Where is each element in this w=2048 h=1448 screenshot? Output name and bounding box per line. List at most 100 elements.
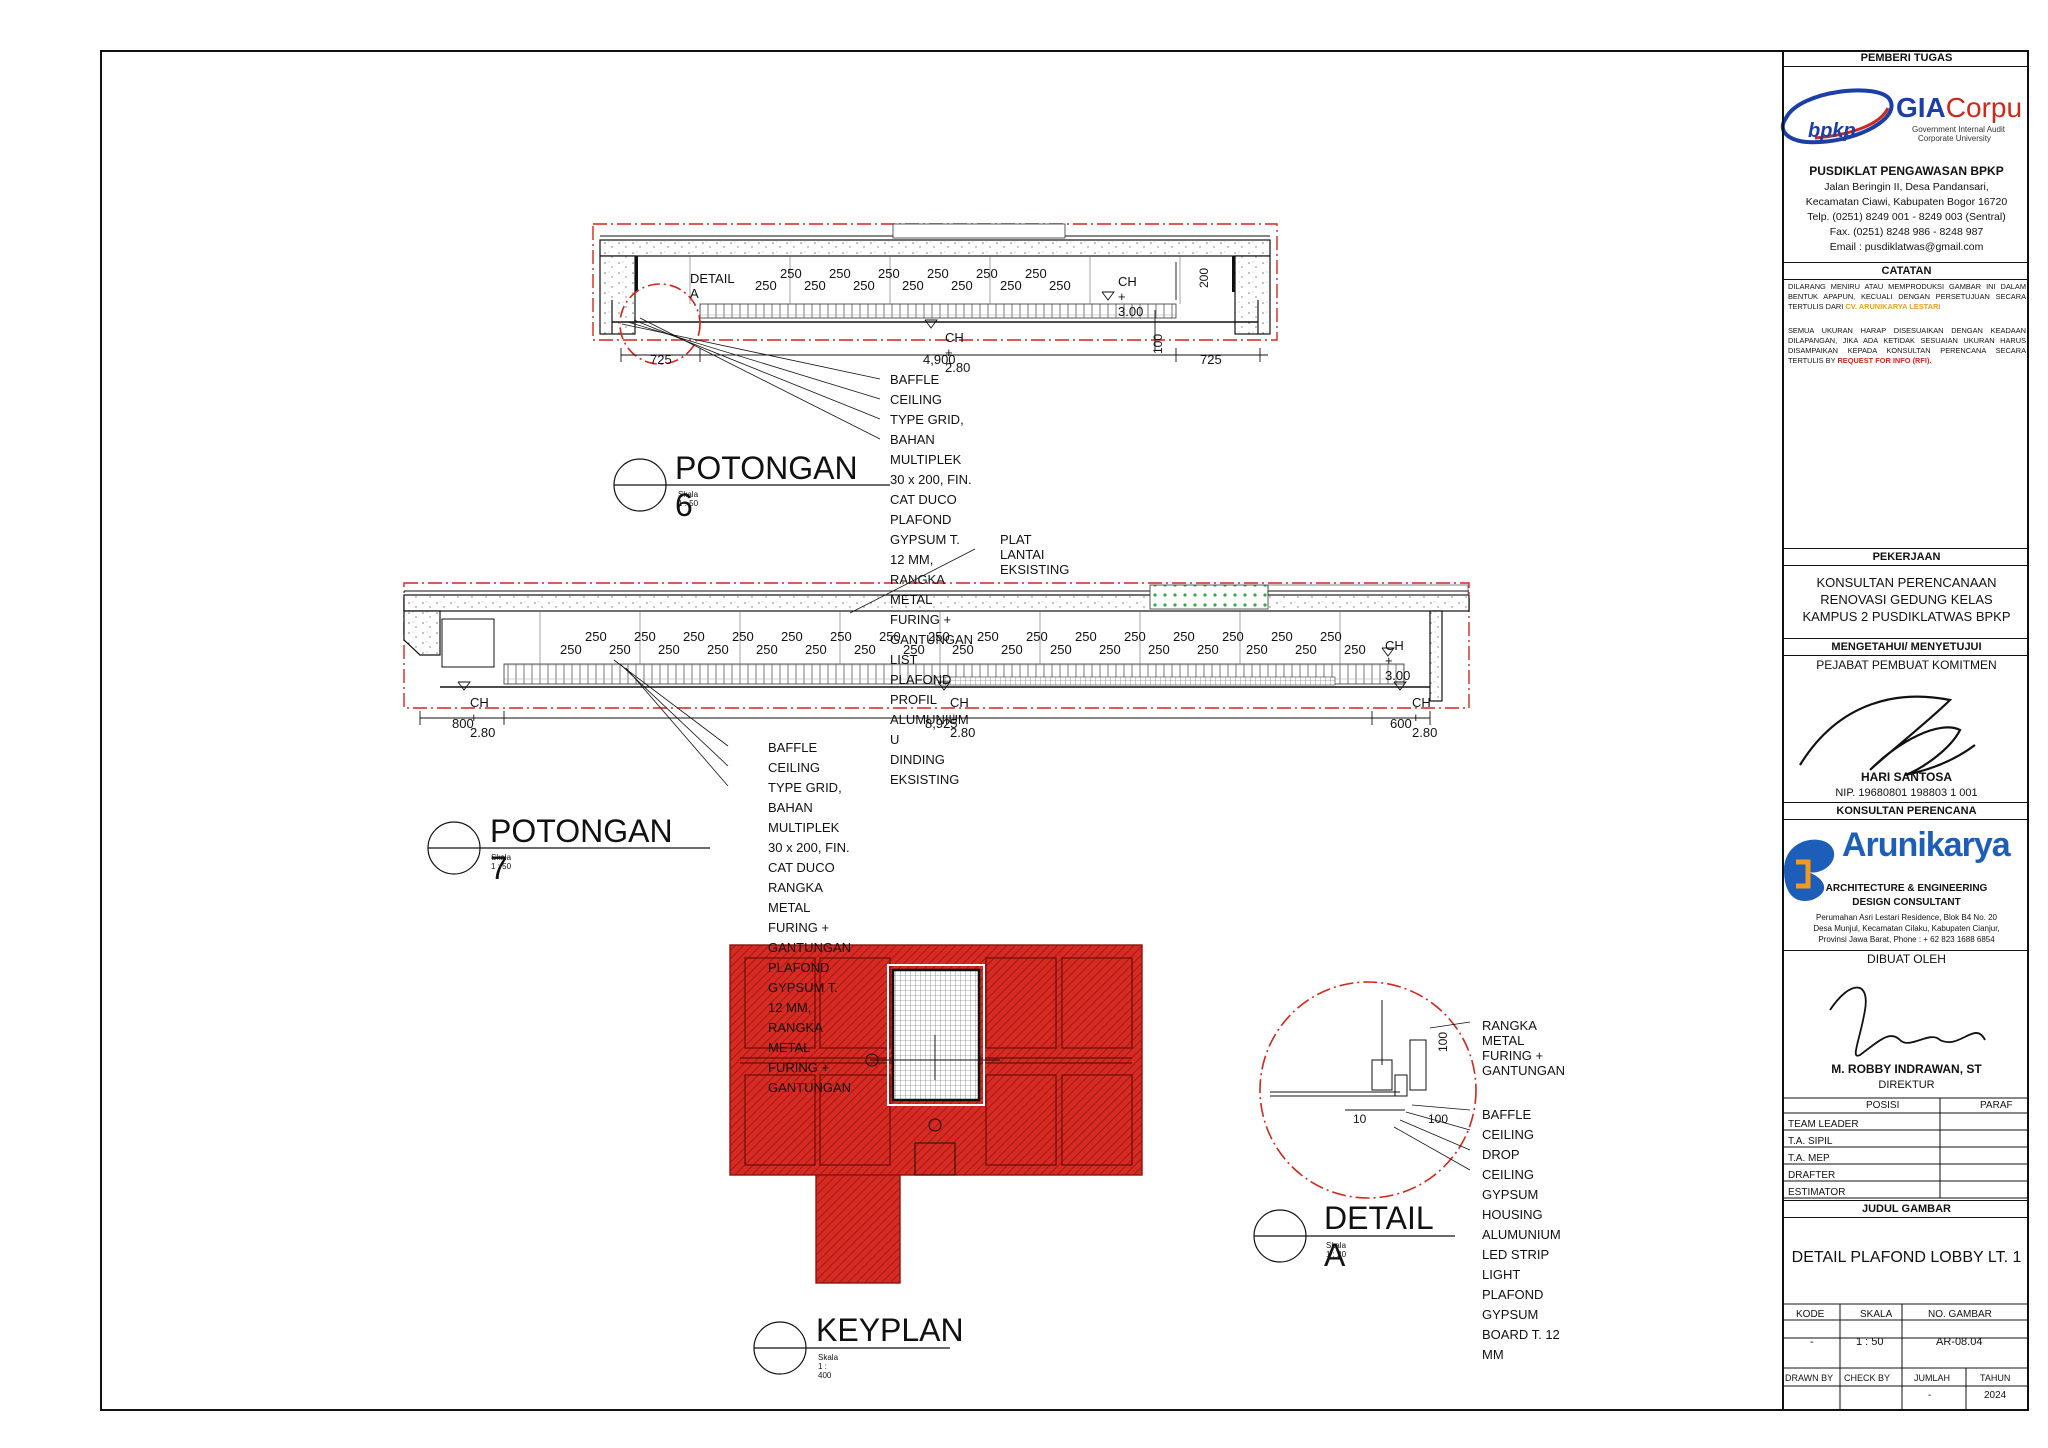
skala-value: 1 : 50 <box>1856 1336 1884 1348</box>
address-line: Desa Munjul, Kecamatan Cilaku, Kabupaten… <box>1813 924 2000 933</box>
spacing-label: 250 <box>927 266 949 281</box>
spacing-label: 250 <box>780 266 802 281</box>
jumlah-label: JUMLAH <box>1914 1373 1951 1383</box>
director-signature <box>1829 986 1986 1057</box>
dim-left: 800 <box>452 716 474 731</box>
dim-100-bottom: 100 <box>1428 1112 1449 1126</box>
potongan-7-notes: BAFFLE CEILING TYPE GRID, BAHAN MULTIPLE… <box>768 738 851 1098</box>
dim-right: 600 <box>1390 716 1412 731</box>
dim-center: 8,925 <box>925 716 958 731</box>
spacing-label: 250 <box>804 278 826 293</box>
ch-top-label: CH + 3.00 <box>1118 274 1144 319</box>
catatan-header: CATATAN <box>1784 262 2029 280</box>
spacing-label: 250 <box>903 642 925 657</box>
pekerjaan-header: PEKERJAAN <box>1784 548 2029 566</box>
keyplan-drawing <box>729 944 1143 1284</box>
section-potongan-6 <box>592 223 1278 440</box>
callout-note: PLAFOND GYPSUM T. 12 MM, RANGKA METAL FU… <box>890 512 974 647</box>
dim-200: 200 <box>1197 267 1211 288</box>
title-symbols <box>427 458 1455 1375</box>
client-address: Jalan Beringin II, Desa Pandansari,Kecam… <box>1784 180 2029 255</box>
drawing-border <box>100 50 2029 1411</box>
ch-right-label: CH + 2.80 <box>1412 695 1438 740</box>
konsultan-sub-2: DESIGN CONSULTANT <box>1852 897 1961 908</box>
spacing-label: 250 <box>928 629 950 644</box>
spacing-label: 250 <box>1075 629 1097 644</box>
ch-bottom-label: CH + 2.80 <box>945 330 971 375</box>
pemberi-tugas-header: PEMBERI TUGAS <box>1784 50 2029 67</box>
ppk-nip: NIP. 19680801 198803 1 001 <box>1835 787 1978 799</box>
spacing-label: 250 <box>1049 278 1071 293</box>
gia-sub-2: Corporate University <box>1918 134 1991 143</box>
callout-note: LIST PLAFOND PROFIL ALUMUNIUM U <box>890 652 969 747</box>
no-gambar-value: AR-08.04 <box>1936 1336 1983 1348</box>
dim-100-top: 100 <box>1436 1031 1450 1052</box>
ppk-signature <box>1799 695 1976 777</box>
catatan-text-2: SEMUA UKURAN HARAP DISESUAIKAN DENGAN KE… <box>1788 326 2026 365</box>
spacing-label: 250 <box>879 629 901 644</box>
client-name: PUSDIKLAT PENGAWASAN BPKP <box>1809 164 2004 178</box>
ch-top-label: CH + 3.00 <box>1385 638 1411 683</box>
spacing-label: 250 <box>1000 278 1022 293</box>
ch-left-label: CH + 2.80 <box>470 695 496 740</box>
callout-note: DROP CEILING GYPSUM <box>1482 1147 1539 1202</box>
spacing-label: 250 <box>902 278 924 293</box>
gia-sub-1: Government Internal Audit <box>1912 125 2005 134</box>
spacing-label: 250 <box>732 629 754 644</box>
ppk-name: HARI SANTOSA <box>1860 770 1953 784</box>
spacing-label: 250 <box>853 278 875 293</box>
spacing-label: 250 <box>1344 642 1366 657</box>
spacing-label: 250 <box>585 629 607 644</box>
kode-value: - <box>1810 1336 1814 1348</box>
callout-note: HOUSING ALUMUNIUM LED STRIP LIGHT <box>1482 1207 1561 1282</box>
col-paraf: PARAF <box>1980 1100 2013 1111</box>
section-potongan-7 <box>403 548 1470 787</box>
spacing-label: 250 <box>1050 642 1072 657</box>
callout-note: BAFFLE CEILING <box>1482 1107 1535 1142</box>
spacing-label: 250 <box>1001 642 1023 657</box>
ppk-label: PEJABAT PEMBUAT KOMITMEN <box>1816 658 1997 672</box>
position-row: DRAFTER <box>1788 1170 1836 1181</box>
callout-note: RANGKA METAL FURING + GANTUNGAN <box>768 880 852 955</box>
address-line: Perumahan Asri Lestari Residence, Blok B… <box>1816 913 1997 922</box>
konsultan-sub-1: ARCHITECTURE & ENGINEERING <box>1825 883 1988 894</box>
spacing-label: 250 <box>829 266 851 281</box>
spacing-label: 250 <box>1148 642 1170 657</box>
project-line: KAMPUS 2 PUSDIKLATWAS BPKP <box>1802 609 2011 624</box>
project-line: KONSULTAN PERENCANAAN <box>1816 575 1997 590</box>
spacing-label: 250 <box>805 642 827 657</box>
potongan-6-title: POTONGAN 6 <box>675 450 858 523</box>
callout-note: PLAFOND GYPSUM T. 12 MM, RANGKA METAL FU… <box>768 960 852 1095</box>
potongan-7-scale: Skala 1 : 50 <box>491 853 512 871</box>
project-name: KONSULTAN PERENCANAAN RENOVASI GEDUNG KEL… <box>1784 574 2029 625</box>
spacing-label: 250 <box>609 642 631 657</box>
title-block: PEMBERI TUGAS bpkp GIACorpu Government I… <box>1782 50 2029 1411</box>
project-line: RENOVASI GEDUNG KELAS <box>1820 592 1993 607</box>
drawn-by-label: DRAWN BY <box>1785 1373 1834 1383</box>
spacing-label: 250 <box>1025 266 1047 281</box>
position-row: T.A. SIPIL <box>1788 1136 1833 1147</box>
catatan-text-1: DILARANG MENIRU ATAU MEMPRODUKSI GAMBAR … <box>1788 282 2026 311</box>
address-line: Fax. (0251) 8248 986 - 8248 987 <box>1829 226 1984 238</box>
detail-a-title: DETAIL A <box>1324 1200 1433 1273</box>
judul-gambar-header: JUDUL GAMBAR <box>1784 1200 2029 1218</box>
col-posisi: POSISI <box>1866 1100 1900 1111</box>
check-by-label: CHECK BY <box>1844 1373 1891 1383</box>
spacing-label: 250 <box>1246 642 1268 657</box>
detail-a-ref[interactable]: DETAIL A <box>690 271 735 301</box>
spacing-label: 250 <box>1124 629 1146 644</box>
spacing-label: 250 <box>634 629 656 644</box>
spacing-label: 250 <box>1320 629 1342 644</box>
drawing-title: DETAIL PLAFOND LOBBY LT. 1 <box>1791 1249 2022 1266</box>
spacing-label: 250 <box>1197 642 1219 657</box>
position-row: T.A. MEP <box>1788 1153 1830 1164</box>
plat-lantai-note: PLAT LANTAI EKSISTING <box>1000 532 1070 577</box>
ch-mid-label: CH + 2.80 <box>950 695 976 740</box>
spacing-label: 250 <box>1099 642 1121 657</box>
callout-note: BAFFLE CEILING TYPE GRID, BAHAN MULTIPLE… <box>890 372 972 507</box>
address-line: Email : pusdiklatwas@gmail.com <box>1829 241 1984 253</box>
no-gambar-label: NO. GAMBAR <box>1928 1309 1992 1320</box>
potongan-6-notes: BAFFLE CEILING TYPE GRID, BAHAN MULTIPLE… <box>890 370 973 790</box>
